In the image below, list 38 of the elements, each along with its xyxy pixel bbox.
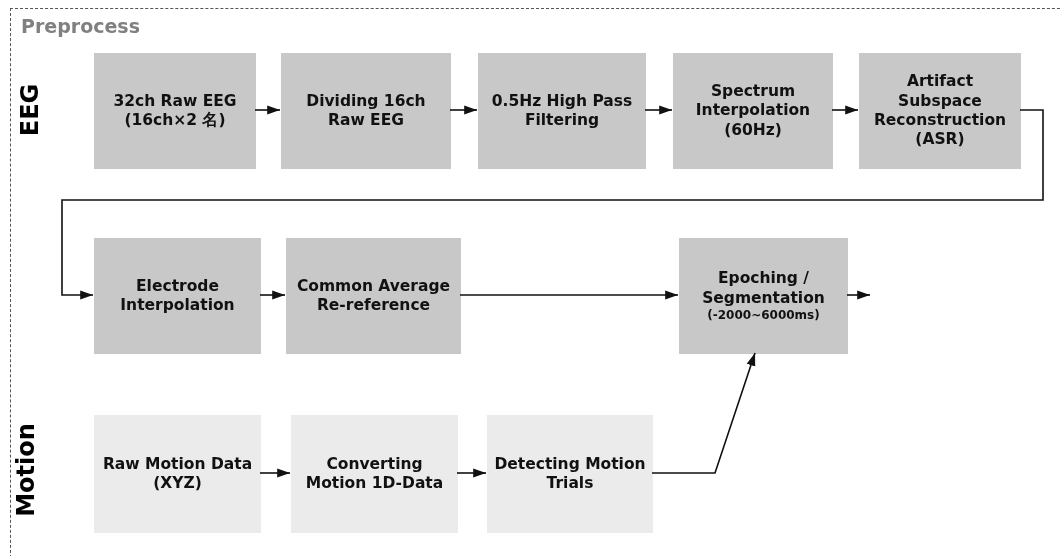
box-text: Spectrum Interpolation (60Hz) bbox=[694, 81, 812, 141]
box-text: 0.5Hz High Pass Filtering bbox=[490, 91, 634, 131]
box-text: Epoching / Segmentation bbox=[701, 269, 826, 308]
arrow bbox=[259, 290, 286, 300]
box-text: Common Average Re-reference bbox=[295, 276, 452, 316]
process-box bbox=[859, 53, 1021, 169]
process-box bbox=[286, 238, 461, 354]
process-box bbox=[487, 415, 653, 533]
process-box bbox=[94, 53, 256, 169]
arrow bbox=[456, 468, 487, 478]
process-box bbox=[679, 238, 848, 354]
arrow bbox=[459, 290, 679, 300]
process-box bbox=[291, 415, 458, 533]
process-box bbox=[478, 53, 646, 169]
arrow bbox=[254, 105, 281, 115]
box-text: Detecting Motion Trials bbox=[493, 454, 647, 494]
box-text: Dividing 16ch Raw EEG bbox=[305, 91, 427, 131]
arrow bbox=[449, 105, 478, 115]
box-text: Artifact Subspace Reconstruction (ASR) bbox=[872, 72, 1008, 150]
box-text: (-2000~6000ms) bbox=[706, 307, 821, 323]
lane-label: Motion bbox=[11, 423, 40, 517]
box-text: 32ch Raw EEG (16ch×2 名) bbox=[112, 91, 238, 131]
process-box bbox=[281, 53, 451, 169]
group-title: Preprocess bbox=[21, 15, 140, 37]
process-box bbox=[673, 53, 833, 169]
lane-label: EEG bbox=[15, 83, 44, 137]
process-box bbox=[94, 415, 261, 533]
arrow bbox=[61, 109, 1044, 300]
box-text: Converting Motion 1D-Data bbox=[304, 454, 445, 494]
box-text: Raw Motion Data (XYZ) bbox=[101, 454, 254, 494]
arrow bbox=[644, 105, 673, 115]
box-text: Electrode Interpolation bbox=[119, 276, 236, 316]
dashed-group-frame bbox=[10, 8, 1061, 556]
arrow bbox=[846, 290, 871, 300]
process-box bbox=[94, 238, 261, 354]
arrow bbox=[831, 105, 859, 115]
arrow bbox=[651, 352, 756, 474]
arrow bbox=[259, 468, 291, 478]
